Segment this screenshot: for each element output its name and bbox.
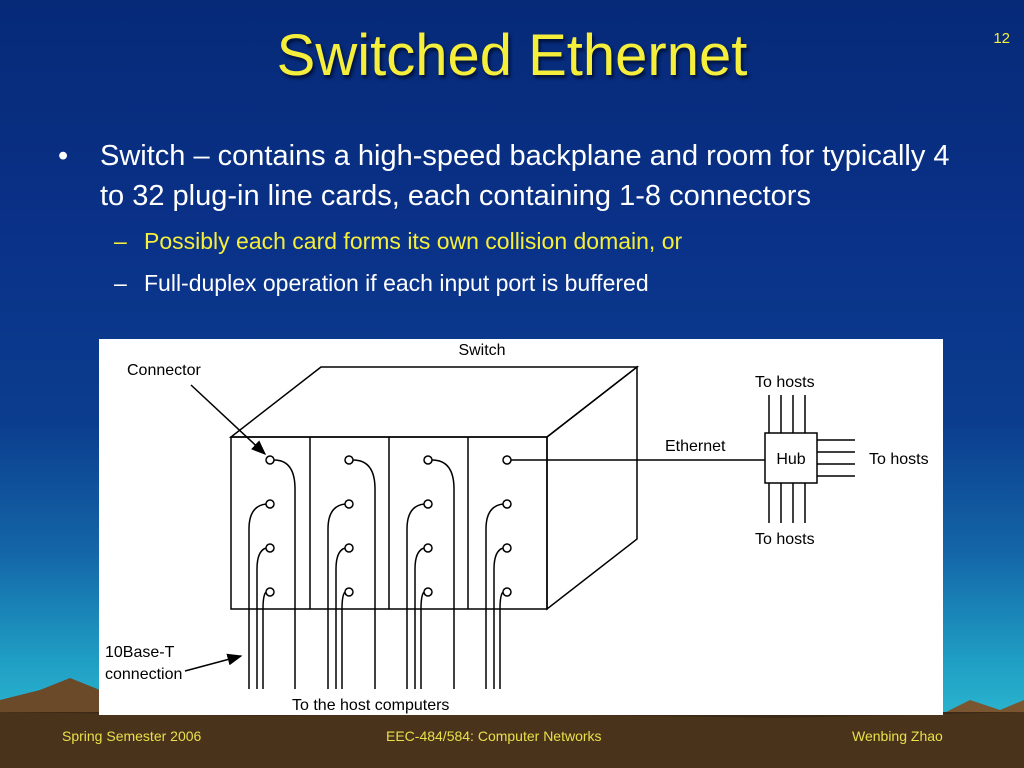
label-switch: Switch: [458, 342, 505, 359]
label-10baset-1: 10Base-T: [105, 644, 175, 661]
switch-diagram-svg: Switch Connector Ethernet Hub To hosts T…: [105, 342, 929, 714]
label-hub: Hub: [776, 451, 805, 468]
sub-bullet-marker: –: [114, 228, 127, 254]
switch-box-top: [228, 366, 640, 438]
bullet-main-text: Switch – contains a high-speed backplane…: [100, 140, 950, 212]
bullet-list: • Switch – contains a high-speed backpla…: [58, 136, 958, 298]
label-connector: Connector: [127, 362, 201, 379]
switch-diagram: Switch Connector Ethernet Hub To hosts T…: [99, 339, 943, 715]
sub-bullet-marker: –: [114, 270, 127, 296]
bullet-main: • Switch – contains a high-speed backpla…: [58, 136, 958, 216]
sub-bullet-2-text: Full-duplex operation if each input port…: [144, 270, 649, 296]
sub-bullet-1: – Possibly each card forms its own colli…: [58, 226, 958, 256]
hub-box: [764, 432, 818, 484]
label-to-hosts-top: To hosts: [755, 374, 815, 391]
connector-arrow: [190, 384, 267, 456]
switch-box-side: [546, 365, 638, 611]
footer-author: Wenbing Zhao: [852, 728, 943, 744]
slide-number: 12: [993, 30, 1010, 47]
bullet-marker: •: [58, 140, 69, 172]
footer-semester: Spring Semester 2006: [62, 728, 202, 744]
label-to-hosts-right: To hosts: [869, 451, 929, 468]
label-10baset-2: connection: [105, 666, 182, 683]
label-to-host-computers: To the host computers: [292, 697, 449, 714]
label-ethernet: Ethernet: [665, 438, 726, 455]
sub-bullet-1-text: Possibly each card forms its own collisi…: [144, 228, 683, 254]
slide-title: Switched Ethernet: [276, 23, 748, 88]
label-to-hosts-bottom: To hosts: [755, 531, 815, 548]
10baset-arrow: [184, 653, 243, 672]
footer-course: EEC-484/584: Computer Networks: [386, 728, 602, 744]
sub-bullet-2: – Full-duplex operation if each input po…: [58, 268, 958, 298]
